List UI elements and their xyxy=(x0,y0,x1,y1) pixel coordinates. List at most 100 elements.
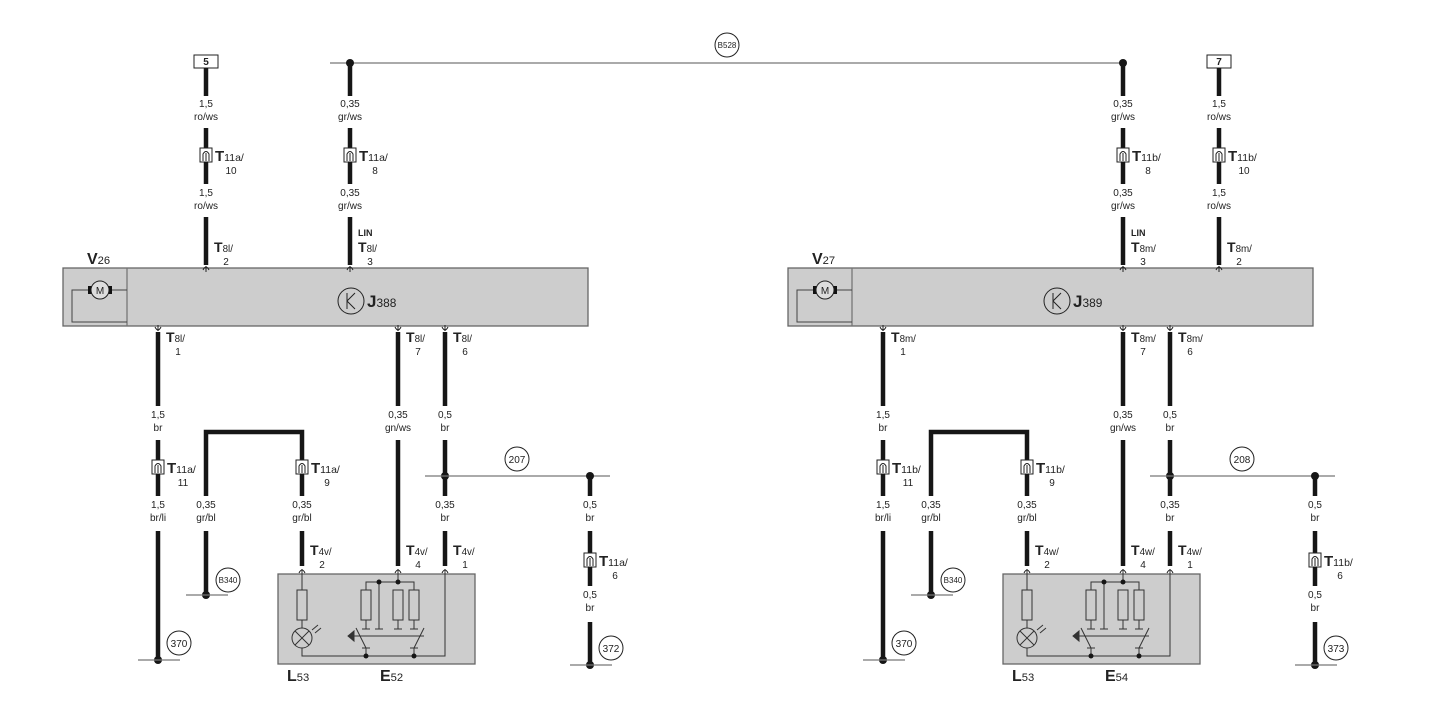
pin-label: T8l/ xyxy=(214,239,233,255)
label-sub: 8m/ xyxy=(900,334,917,345)
terminal-label: 5 xyxy=(203,57,209,68)
label-base: T xyxy=(891,329,900,345)
wire-gauge: 0,35 xyxy=(1113,99,1133,110)
wire-gauge: 0,35 xyxy=(196,500,216,511)
connector-label: T11b/ xyxy=(1036,460,1065,477)
label-sub: 11a/ xyxy=(368,152,388,164)
switch-unit xyxy=(1002,570,1201,665)
wire-color: br xyxy=(154,423,164,434)
connector-icon xyxy=(154,463,162,473)
wire-gauge: 0,35 xyxy=(435,500,455,511)
wire-color: ro/ws xyxy=(1207,112,1231,123)
pin-icon xyxy=(394,325,402,331)
pin-label: T8m/ xyxy=(1131,329,1156,345)
wire-gauge: 0,5 xyxy=(1163,410,1177,421)
pin-label: T8m/ xyxy=(1227,239,1252,255)
pin-label: T8l/ xyxy=(406,329,425,345)
ground-ref-label: 373 xyxy=(1328,644,1345,655)
label-base: T xyxy=(167,460,176,477)
label-base: T xyxy=(1131,329,1140,345)
pin-icon xyxy=(1166,325,1174,331)
wire-gauge: 1,5 xyxy=(1212,188,1226,199)
ground-ref-circle xyxy=(1323,635,1349,661)
pin-icon xyxy=(441,325,449,331)
wire-color: br xyxy=(1166,513,1176,524)
pin-label: T8m/ xyxy=(1131,239,1156,255)
pin-icon xyxy=(346,266,354,272)
terminal-label: 7 xyxy=(1216,57,1222,68)
pin-number: 7 xyxy=(1140,347,1146,358)
label-base: V xyxy=(812,251,823,268)
connector-icon xyxy=(1215,151,1223,161)
ground-ref-circle xyxy=(891,630,917,656)
pin-label: T4v/ xyxy=(406,542,428,558)
connector-pin: 10 xyxy=(225,166,237,177)
ground-ref-label: 372 xyxy=(603,644,620,655)
label-sub: 26 xyxy=(98,255,110,267)
connector-pin: 6 xyxy=(1337,571,1343,582)
internal-wire xyxy=(1026,570,1171,657)
label-sub: 11b/ xyxy=(1141,152,1161,164)
wire-color: gr/ws xyxy=(338,201,362,212)
wire-gauge: 1,5 xyxy=(1212,99,1226,110)
connector-label: T11a/ xyxy=(359,148,388,165)
pin-number: 4 xyxy=(415,560,421,571)
junction-dot xyxy=(411,653,417,659)
pin-number: 4 xyxy=(1140,560,1146,571)
pin-number: 2 xyxy=(1236,257,1242,268)
label-base: T xyxy=(406,329,415,345)
label-base: T xyxy=(166,329,175,345)
bus-ref-circle xyxy=(714,32,740,58)
connector-label: T11b/ xyxy=(1228,148,1257,165)
wire-color: br xyxy=(586,603,596,614)
connector-label: T11a/ xyxy=(167,460,196,477)
pin-icon xyxy=(1119,325,1127,331)
pin-number: 6 xyxy=(1187,347,1193,358)
label-base: T xyxy=(215,148,224,165)
motor-icon xyxy=(90,280,110,300)
ground-bus-label: 207 xyxy=(509,455,526,466)
loop-wire xyxy=(203,429,305,460)
motor-brush xyxy=(88,286,92,294)
junction-dot xyxy=(395,579,401,585)
wire-color: br xyxy=(1311,603,1321,614)
wire-color: gr/ws xyxy=(338,112,362,123)
wire-color: br xyxy=(1311,513,1321,524)
lamp-icon xyxy=(294,624,322,646)
label-sub: 11b/ xyxy=(1045,464,1065,476)
wire-gauge: 1,5 xyxy=(876,500,890,511)
motor-symbol: M xyxy=(821,286,829,297)
wire-gauge: 1,5 xyxy=(151,500,165,511)
wire-color: ro/ws xyxy=(194,112,218,123)
label-sub: 4v/ xyxy=(415,547,428,558)
pin-icon xyxy=(1119,266,1127,272)
wire-gauge: 0,35 xyxy=(340,99,360,110)
connector-pin: 8 xyxy=(1145,166,1151,177)
bus-ref-label: B528 xyxy=(718,41,737,50)
label-base: T xyxy=(1035,542,1044,558)
pin-number: 7 xyxy=(415,347,421,358)
switch-label: E52 xyxy=(380,668,403,685)
label-base: J xyxy=(1073,292,1082,311)
pin-number: 2 xyxy=(319,560,325,571)
pin-icon xyxy=(202,266,210,272)
label-base: L xyxy=(1012,668,1022,685)
ground-ref-label: B340 xyxy=(944,576,963,585)
wire-color: br xyxy=(586,513,596,524)
ground-ref-label: B340 xyxy=(219,576,238,585)
wire-gauge: 0,35 xyxy=(292,500,312,511)
pin-number: 2 xyxy=(223,257,229,268)
label-base: L xyxy=(287,668,297,685)
label-base: T xyxy=(1228,148,1237,165)
wire-color: gr/bl xyxy=(1017,513,1036,524)
label-sub: 4w/ xyxy=(1140,547,1156,558)
connector-icon xyxy=(1311,556,1319,566)
wire-color: br xyxy=(879,423,889,434)
switch-actuator-icon xyxy=(1072,629,1149,643)
transistor-icon xyxy=(1043,287,1071,315)
